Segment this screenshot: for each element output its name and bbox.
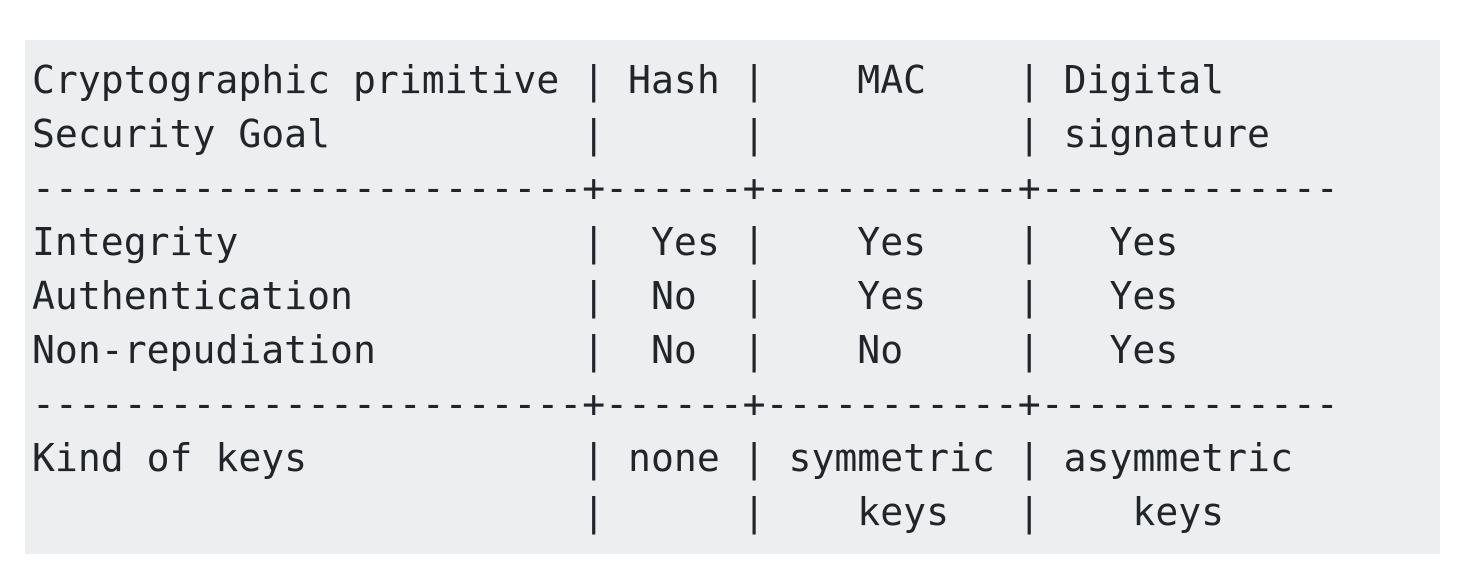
row-kind-of-keys: Kind of keys | none | symmetric | asymme… <box>32 436 1293 480</box>
row-non-repudiation: Non-repudiation | No | No | Yes <box>32 328 1179 372</box>
table-header-line-2: Security Goal | | | signature <box>32 112 1270 156</box>
separator-line-top: ------------------------+------+--------… <box>32 166 1339 210</box>
crypto-primitives-table: Cryptographic primitive | Hash | MAC | D… <box>32 53 1440 539</box>
row-integrity: Integrity | Yes | Yes | Yes <box>32 220 1179 264</box>
table-header-line-1: Cryptographic primitive | Hash | MAC | D… <box>32 58 1225 102</box>
row-authentication: Authentication | No | Yes | Yes <box>32 274 1179 318</box>
separator-line-bottom: ------------------------+------+--------… <box>32 382 1339 426</box>
code-block-panel: Cryptographic primitive | Hash | MAC | D… <box>25 40 1440 554</box>
row-kind-of-keys-continued: | | keys | keys <box>32 490 1225 534</box>
